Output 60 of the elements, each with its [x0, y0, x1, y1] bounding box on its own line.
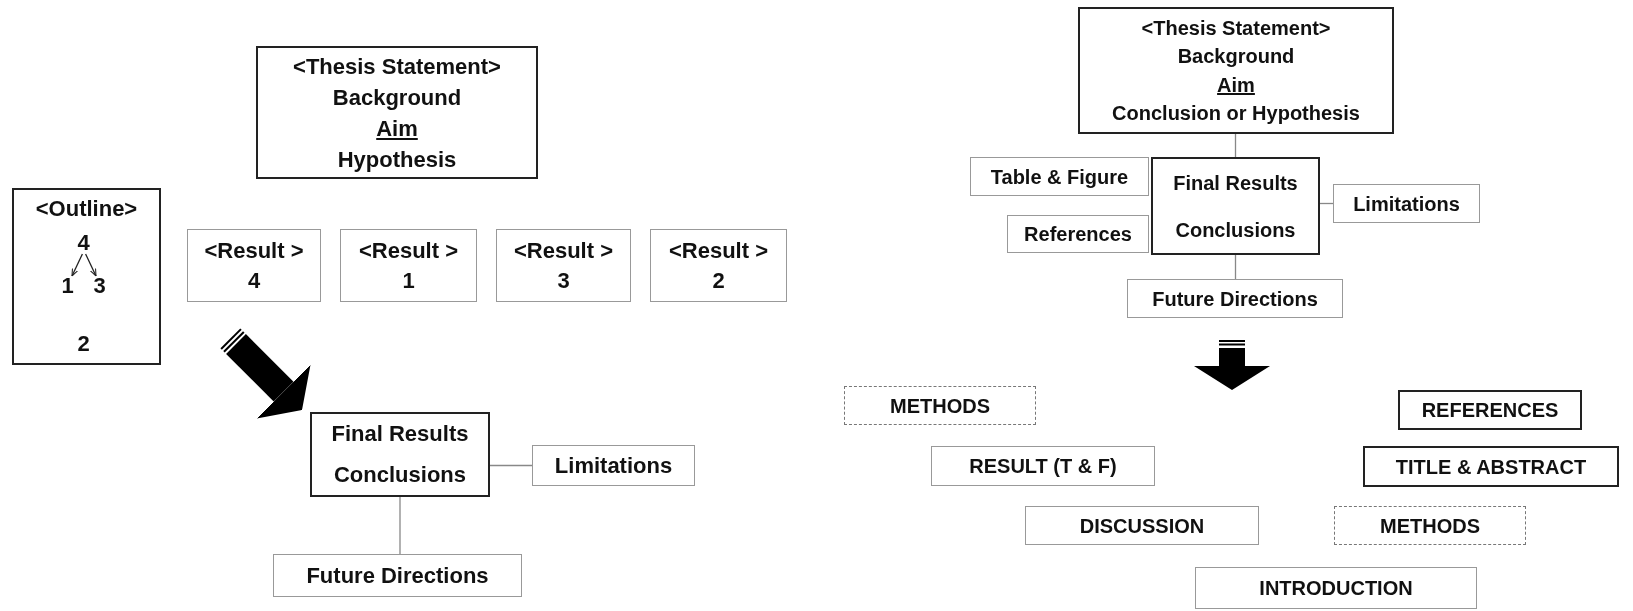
- box-text: Final Results: [1173, 170, 1298, 196]
- box-text: Conclusion or Hypothesis: [1112, 101, 1360, 126]
- number-label: 4: [74, 230, 93, 254]
- box-text: 3: [557, 266, 570, 295]
- number-label: 2: [74, 330, 93, 357]
- box-text: Background: [1177, 44, 1295, 69]
- box-text: Table & Figure: [990, 164, 1129, 189]
- text-box: [273, 554, 522, 597]
- text-box: [12, 188, 161, 365]
- box-text: Limitations: [1353, 191, 1460, 216]
- box-text: <Result >: [358, 236, 458, 265]
- text-box: [340, 229, 477, 302]
- text-box: [310, 412, 490, 497]
- dashed-box: [1334, 506, 1526, 545]
- box-heading: <Thesis Statement>: [293, 52, 501, 81]
- box-text: References: [1024, 222, 1132, 246]
- box-text: Background: [332, 83, 462, 112]
- text-box: [970, 157, 1149, 196]
- number-label: 3: [90, 273, 109, 297]
- box-heading: <Outline>: [35, 196, 138, 222]
- box-text: REFERENCES: [1421, 398, 1559, 422]
- box-text: 2: [712, 266, 725, 295]
- text-box: [1078, 7, 1394, 134]
- text-box: [931, 446, 1155, 486]
- box-text: Aim: [376, 114, 418, 143]
- number-label: 1: [58, 273, 77, 297]
- text-box: [496, 229, 631, 302]
- box-text: RESULT (T & F): [969, 454, 1117, 478]
- text-box: [1007, 215, 1149, 253]
- box-text: <Result >: [513, 236, 613, 265]
- text-box: [1195, 567, 1477, 609]
- box-text: <Result >: [668, 236, 768, 265]
- box-text: Conclusions: [1175, 217, 1296, 243]
- box-text: INTRODUCTION: [1259, 576, 1413, 600]
- text-box: [1127, 279, 1343, 318]
- text-box: [1398, 390, 1582, 430]
- box-text: Aim: [1217, 72, 1255, 98]
- text-box: [256, 46, 538, 179]
- box-text: Limitations: [554, 452, 673, 479]
- box-text: METHODS: [890, 393, 990, 418]
- box-text: Hypothesis: [337, 145, 457, 174]
- box-text: 1: [402, 266, 415, 295]
- box-text: DISCUSSION: [1079, 513, 1205, 538]
- text-box: [1025, 506, 1259, 545]
- text-box: [1333, 184, 1480, 223]
- box-text: METHODS: [1380, 513, 1480, 538]
- box-text: Conclusions: [334, 460, 466, 489]
- box-text: TITLE & ABSTRACT: [1395, 454, 1587, 479]
- box-text: Final Results: [331, 420, 469, 449]
- box-heading: <Thesis Statement>: [1141, 15, 1331, 41]
- dashed-box: [844, 386, 1036, 425]
- box-text: 4: [247, 266, 261, 295]
- box-text: Future Directions: [1152, 286, 1318, 311]
- text-box: [1363, 446, 1619, 487]
- text-box: [650, 229, 787, 302]
- box-text: Future Directions: [306, 562, 489, 589]
- text-box: [1151, 157, 1320, 255]
- text-box: [532, 445, 695, 486]
- text-box: [187, 229, 321, 302]
- box-text: <Result >: [204, 236, 304, 265]
